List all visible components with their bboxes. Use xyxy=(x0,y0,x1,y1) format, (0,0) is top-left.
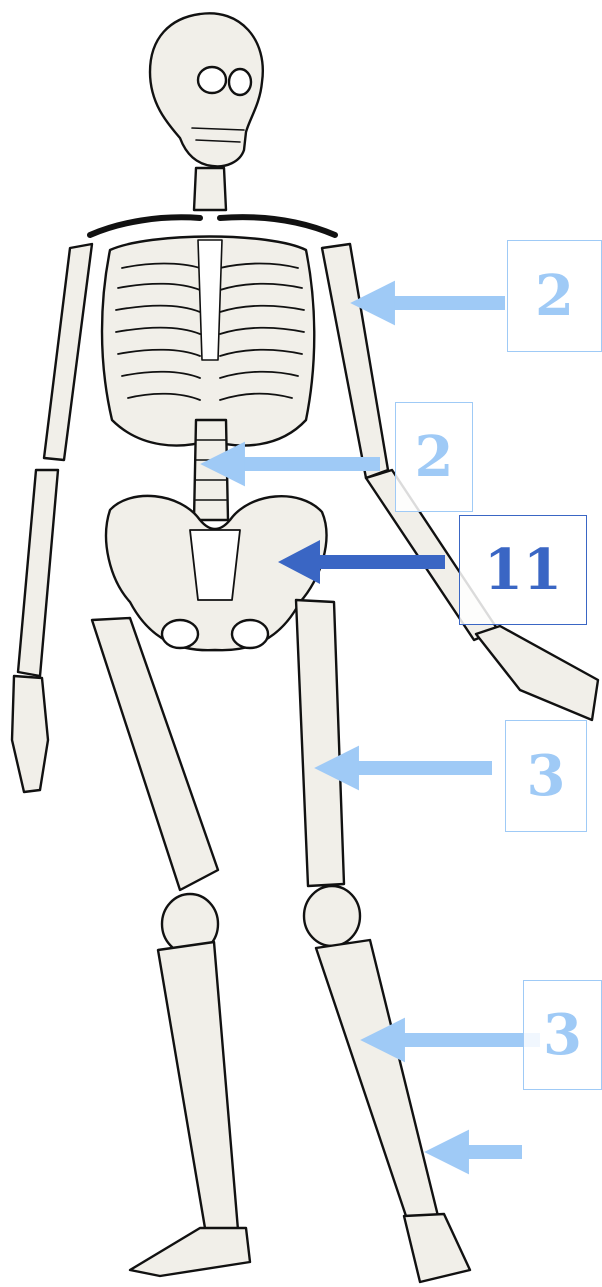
label-box-4: 3 xyxy=(505,720,587,832)
sternum xyxy=(198,240,222,360)
label-box-2: 2 xyxy=(395,402,473,512)
hand-left xyxy=(12,676,48,792)
eye-socket-right xyxy=(229,69,251,95)
femur-right xyxy=(296,600,344,886)
humerus-left xyxy=(44,244,92,460)
skeleton-figure xyxy=(12,13,598,1282)
foot-right xyxy=(404,1214,470,1282)
tibia-right xyxy=(316,940,438,1222)
label-box-1: 2 xyxy=(507,240,602,352)
humerus-right xyxy=(322,244,388,478)
hand-right xyxy=(476,626,598,720)
foot-left xyxy=(130,1228,250,1276)
kneecap-right xyxy=(304,886,360,946)
sacrum xyxy=(190,530,240,600)
femur-left xyxy=(92,618,218,890)
lumbar-spine xyxy=(194,420,228,520)
tibia-left xyxy=(158,942,238,1234)
forearm-left xyxy=(18,470,58,676)
neck-vertebrae xyxy=(194,168,226,210)
eye-socket-left xyxy=(198,67,226,93)
label-box-5: 3 xyxy=(523,980,602,1090)
label-box-3: 11 xyxy=(459,515,587,625)
clavicle-right xyxy=(220,217,335,235)
clavicle-left xyxy=(90,217,200,235)
